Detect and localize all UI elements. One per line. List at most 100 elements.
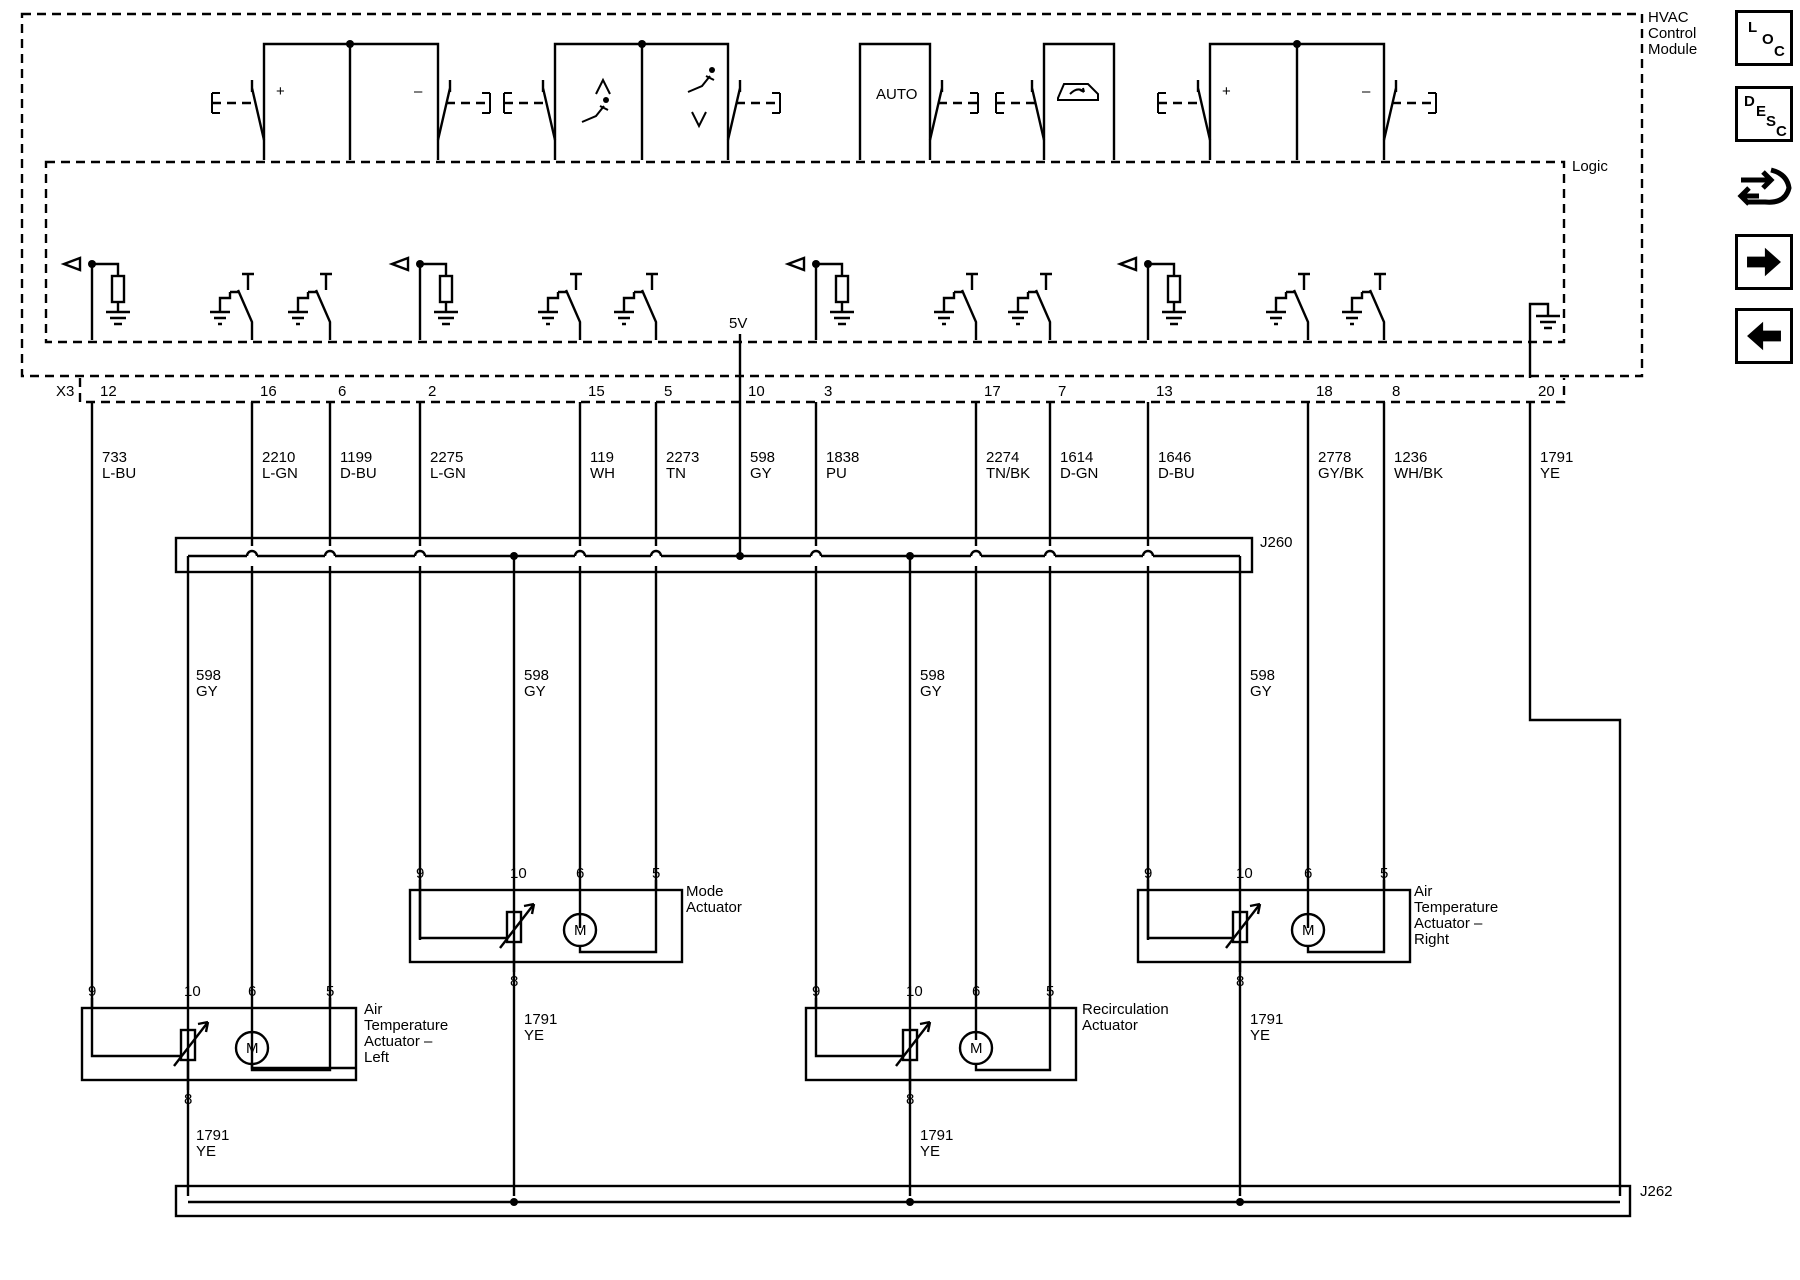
driver-switch-7: [1342, 272, 1386, 340]
recirc-switch: [995, 42, 1116, 160]
driver-switch-0: [210, 272, 254, 340]
splice-j262: J262: [174, 1183, 1673, 1218]
driver-switch-4: [934, 272, 978, 340]
hump-mask-0: [247, 550, 257, 562]
driver-switch-5: [1008, 272, 1052, 340]
actuator-pin-air-temp-right-6: 6: [1304, 865, 1312, 882]
actuator-pin-mode-8: 8: [510, 973, 518, 990]
wire-color-1: L-GN: [262, 465, 298, 482]
left-temp-up-label: +: [276, 83, 285, 100]
wire-hump-5: [809, 549, 823, 557]
hvac-control-module: HVAC Control Module: [20, 9, 1697, 378]
actuator-name-air-temp-right-1: Temperature: [1414, 899, 1498, 916]
x3-pin-7: 7: [1058, 383, 1066, 400]
actuator-name-air-temp-left-3: Left: [364, 1049, 390, 1066]
wire-labels: 733L-BU2210L-GN1199D-BU2275L-GN119WH2273…: [102, 449, 1573, 482]
wire-circuit-9: 1614: [1060, 449, 1093, 466]
wire-hump-0: [245, 549, 259, 557]
wire-hump-3: [573, 549, 587, 557]
wire-hump-7: [1043, 549, 1057, 557]
actuator-name-air-temp-right-2: Actuator –: [1414, 915, 1483, 932]
wire-circuit-4: 119: [590, 449, 614, 466]
hump-mask-2: [415, 550, 425, 562]
wire-hump-8: [1141, 549, 1155, 557]
motor-label-mode: M: [574, 922, 587, 939]
actuator-pin-air-temp-right-10: 10: [1236, 865, 1253, 882]
branch-598-circuit-3: 598: [1250, 667, 1275, 684]
splice-j260-label: J260: [1260, 534, 1293, 551]
hump-mask-4: [651, 550, 661, 562]
x3-pin-20: 20: [1538, 383, 1555, 400]
branch-1791-circuit-0: 1791: [196, 1127, 229, 1144]
5v-supply: 5V: [729, 315, 747, 556]
wire-circuit-13: 1791: [1540, 449, 1573, 466]
previous-page-button[interactable]: [1735, 308, 1793, 364]
actuator-pin-recirculation-6: 6: [972, 983, 980, 1000]
harness-wires: [90, 402, 1622, 1196]
splice-j260: J260: [174, 534, 1293, 1196]
x3-pin-13: 13: [1156, 383, 1173, 400]
actuator-name-recirculation-0: Recirculation: [1082, 1001, 1169, 1018]
driver-switch-1: [288, 272, 332, 340]
x3-pin-10: 10: [748, 383, 765, 400]
connector-x3: X3: [56, 378, 1566, 404]
desc-icon-e: E: [1756, 103, 1767, 120]
branch-598-circuit-2: 598: [920, 667, 945, 684]
wire-color-13: YE: [1540, 465, 1560, 482]
desc-button[interactable]: D E S C: [1735, 86, 1793, 142]
wire-hump-1: [323, 549, 337, 557]
wire-color-7: PU: [826, 465, 847, 482]
actuator-name-mode-0: Mode: [686, 883, 724, 900]
seat-down-icon: [687, 67, 715, 129]
actuator-pin-air-temp-left-6: 6: [248, 983, 256, 1000]
wire-hump-4: [649, 549, 663, 557]
module-title-2: Control: [1648, 25, 1696, 42]
tools-button[interactable]: [1735, 160, 1793, 216]
branch-1791-color-3: YE: [1250, 1027, 1270, 1044]
actuator-pin-air-temp-left-8: 8: [184, 1091, 192, 1108]
wire-circuit-10: 1646: [1158, 449, 1191, 466]
hump-mask-7: [1045, 550, 1055, 562]
actuator-pin-air-temp-left-5: 5: [326, 983, 334, 1000]
driver-switch-3: [614, 272, 658, 340]
hump-mask-5: [811, 550, 821, 562]
branch-598-color-0: GY: [196, 683, 218, 700]
left-temp-switches: + –: [211, 40, 491, 160]
next-page-button[interactable]: [1735, 234, 1793, 290]
wire-circuit-8: 2274: [986, 449, 1019, 466]
desc-icon-d: D: [1744, 93, 1755, 110]
wire-circuit-7: 1838: [826, 449, 859, 466]
x3-pin-18: 18: [1316, 383, 1333, 400]
actuator-name-air-temp-right-3: Right: [1414, 931, 1450, 948]
x3-pin-6: 6: [338, 383, 346, 400]
x3-pin-3: 3: [824, 383, 832, 400]
hump-mask-3: [575, 550, 585, 562]
logic-block: Logic: [44, 158, 1608, 344]
actuator-pin-recirculation-9: 9: [812, 983, 820, 1000]
supply-label: 5V: [729, 315, 747, 332]
right-temp-switches: + –: [1157, 40, 1437, 160]
wire-color-3: L-GN: [430, 465, 466, 482]
wire-color-6: GY: [750, 465, 772, 482]
wire-color-11: GY/BK: [1318, 465, 1364, 482]
loc-button[interactable]: L O C: [1735, 10, 1793, 66]
wire-color-0: L-BU: [102, 465, 136, 482]
prev-arrow-icon: [1747, 321, 1781, 351]
driver-switch-6: [1266, 272, 1310, 340]
recirculation-car-icon: [1057, 83, 1099, 101]
actuator-pin-air-temp-right-9: 9: [1144, 865, 1152, 882]
connector-x3-label: X3: [56, 383, 74, 400]
branch-1791-color-0: YE: [196, 1143, 216, 1160]
wire-circuit-3: 2275: [430, 449, 463, 466]
wire-color-12: WH/BK: [1394, 465, 1443, 482]
x3-pin-2: 2: [428, 383, 436, 400]
wire-color-9: D-GN: [1060, 465, 1098, 482]
motor-label-air-temp-right: M: [1302, 922, 1315, 939]
wire-circuit-6: 598: [750, 449, 775, 466]
actuator-pin-air-temp-left-9: 9: [88, 983, 96, 1000]
motor-label-air-temp-left: M: [246, 1040, 259, 1057]
